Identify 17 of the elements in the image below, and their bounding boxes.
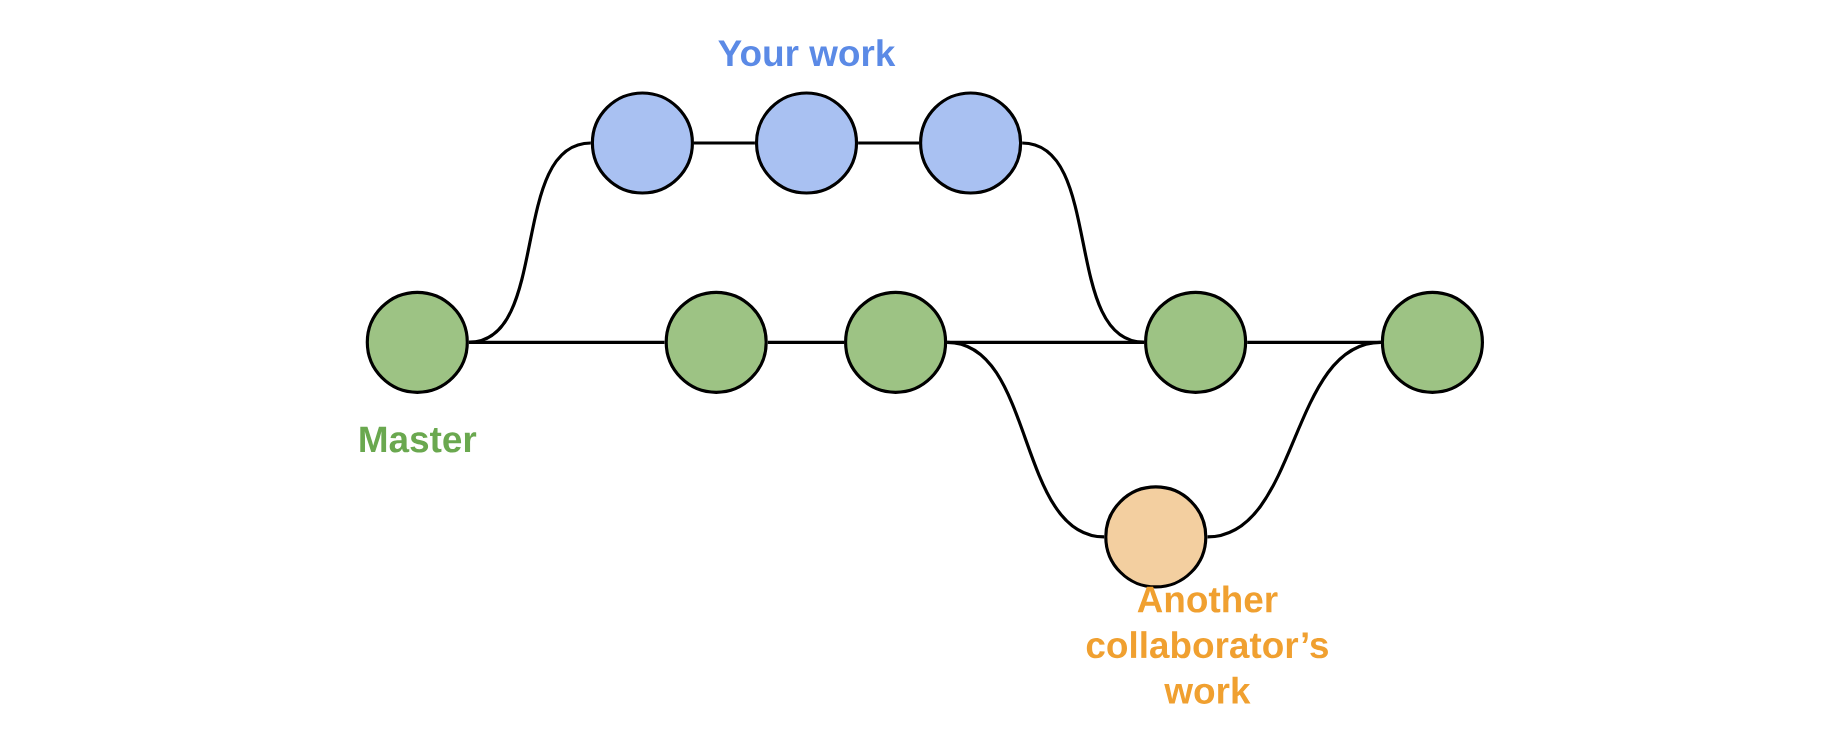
branch-line — [767, 340, 845, 344]
commit-circle — [1380, 290, 1484, 394]
branch-label: Another collaborator’s work — [1086, 585, 1328, 704]
commit-circle — [754, 91, 859, 195]
commit-circle — [844, 290, 948, 394]
branch-label: Master — [360, 426, 477, 453]
commit-circle — [365, 290, 469, 394]
branch-line — [1207, 340, 1382, 539]
branch-label: Your work — [718, 39, 896, 67]
branch-line — [946, 340, 1105, 539]
commit-circle — [590, 91, 694, 195]
branch-line — [694, 141, 755, 145]
branch-line — [468, 340, 665, 344]
commit-circle — [664, 290, 768, 394]
commit-circle — [1144, 290, 1248, 394]
commit-circle — [919, 91, 1023, 195]
branch-line — [858, 141, 919, 145]
